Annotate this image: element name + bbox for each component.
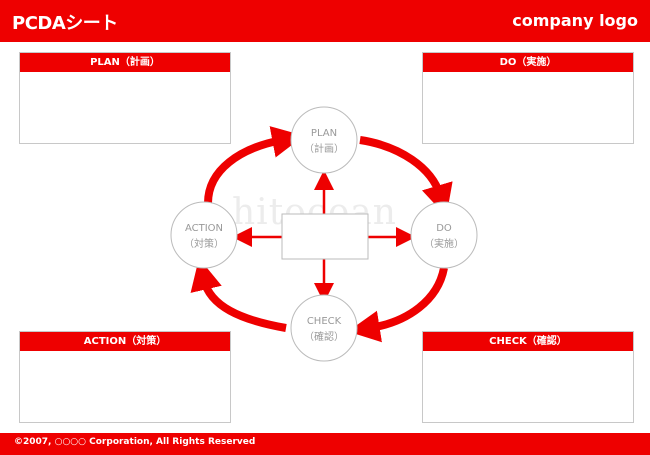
- node-do-line1: DO: [436, 223, 452, 234]
- node-action-line1: ACTION: [185, 223, 223, 234]
- node-plan-line1: PLAN: [311, 128, 337, 139]
- node-check-line2: （確認）: [304, 330, 344, 343]
- plan-box[interactable]: PLAN（計画）: [19, 52, 231, 144]
- do-box[interactable]: DO（実施）: [422, 52, 634, 144]
- check-box[interactable]: CHECK（確認）: [422, 331, 634, 423]
- footer-bar: ©2007, ○○○○ Corporation, All Rights Rese…: [0, 433, 650, 455]
- node-action-line2: （対策）: [184, 237, 224, 250]
- plan-box-header: PLAN（計画）: [20, 53, 230, 72]
- node-do-line2: （実施）: [424, 237, 464, 250]
- node-plan: PLAN （計画）: [290, 106, 358, 174]
- arc-do-to-check: [347, 267, 448, 343]
- action-box[interactable]: ACTION（対策）: [19, 331, 231, 423]
- node-plan-line2: （計画）: [304, 142, 344, 155]
- node-action: ACTION （対策）: [170, 201, 238, 269]
- node-do: DO （実施）: [410, 201, 478, 269]
- page-title: PCDAシート: [12, 13, 118, 34]
- action-box-header: ACTION（対策）: [20, 332, 230, 351]
- node-check: CHECK （確認）: [290, 294, 358, 362]
- check-box-header: CHECK（確認）: [423, 332, 633, 351]
- copyright-text: ©2007, ○○○○ Corporation, All Rights Rese…: [14, 437, 256, 447]
- center-box: [281, 213, 369, 260]
- company-logo: company logo: [512, 11, 638, 30]
- node-check-line1: CHECK: [307, 316, 342, 327]
- arc-check-to-action: [190, 258, 287, 332]
- arc-action-to-plan: [204, 126, 305, 204]
- do-box-header: DO（実施）: [423, 53, 633, 72]
- arc-plan-to-do: [359, 136, 453, 217]
- header-bar: PCDAシート company logo: [0, 0, 650, 42]
